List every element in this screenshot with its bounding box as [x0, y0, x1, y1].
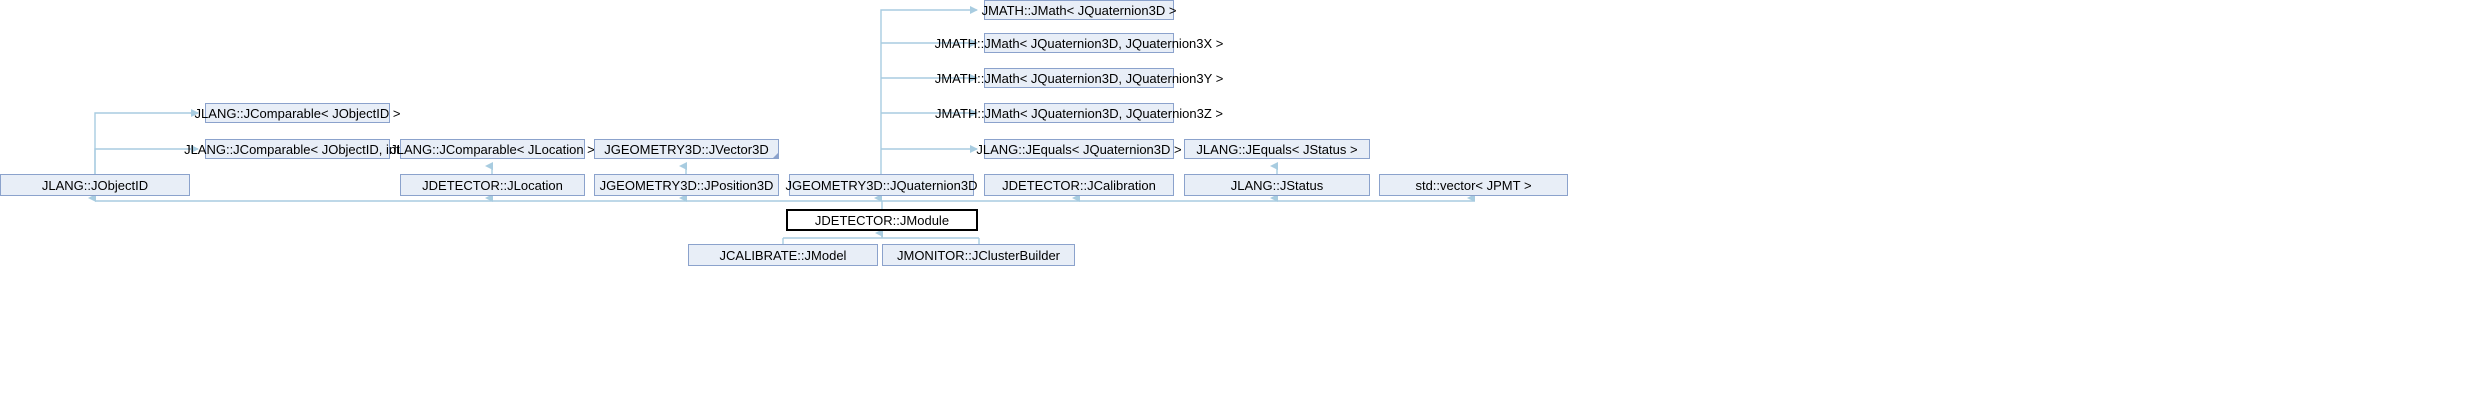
node-label: JGEOMETRY3D::JQuaternion3D: [785, 177, 978, 193]
node-jcomparable-jlocation[interactable]: JLANG::JComparable< JLocation >: [390, 139, 595, 159]
node-label: JDETECTOR::JModule: [814, 212, 950, 228]
node-label: JLANG::JStatus: [1230, 177, 1324, 193]
node-label: JMATH::JMath< JQuaternion3D >: [981, 2, 1177, 18]
node-label: JLANG::JComparable< JObjectID, int >: [184, 141, 411, 157]
node-jcalibrate-jmodel[interactable]: JCALIBRATE::JModel: [688, 244, 878, 266]
node-jcomparable-jobjectid[interactable]: JLANG::JComparable< JObjectID >: [195, 103, 400, 123]
edge-jquaternion3d-to-jmath-q3d: [880, 6, 978, 174]
node-jlang-jstatus[interactable]: JLANG::JStatus: [1184, 174, 1370, 196]
node-label: JGEOMETRY3D::JVector3D: [604, 141, 769, 157]
node-label: JCALIBRATE::JModel: [719, 247, 847, 263]
node-label: JDETECTOR::JLocation: [422, 177, 563, 193]
node-label: JLANG::JEquals< JStatus >: [1196, 141, 1358, 157]
node-jequals-jquaternion3d[interactable]: JLANG::JEquals< JQuaternion3D >: [976, 139, 1182, 159]
node-jmath-jquaternion3d-jquaternion3z[interactable]: JMATH::JMath< JQuaternion3D, JQuaternion…: [935, 103, 1223, 123]
node-label: JLANG::JComparable< JLocation >: [390, 141, 595, 157]
node-jmath-jquaternion3d-jquaternion3y[interactable]: JMATH::JMath< JQuaternion3D, JQuaternion…: [935, 68, 1223, 88]
node-label: JMATH::JMath< JQuaternion3D, JQuaternion…: [934, 35, 1224, 51]
node-jequals-jstatus[interactable]: JLANG::JEquals< JStatus >: [1184, 139, 1370, 159]
node-label: JGEOMETRY3D::JPosition3D: [599, 177, 774, 193]
node-label: JMATH::JMath< JQuaternion3D, JQuaternion…: [934, 105, 1224, 121]
node-jdetector-jcalibration[interactable]: JDETECTOR::JCalibration: [984, 174, 1174, 196]
node-jmath-jquaternion3d[interactable]: JMATH::JMath< JQuaternion3D >: [982, 0, 1176, 20]
node-jcomparable-jobjectid-int[interactable]: JLANG::JComparable< JObjectID, int >: [184, 139, 411, 159]
node-jgeometry3d-jposition3d[interactable]: JGEOMETRY3D::JPosition3D: [594, 174, 779, 196]
node-jlang-jobjectid[interactable]: JLANG::JObjectID: [0, 174, 190, 196]
node-label: JLANG::JComparable< JObjectID >: [194, 105, 401, 121]
node-label: JMATH::JMath< JQuaternion3D, JQuaternion…: [934, 70, 1224, 86]
node-jmonitor-jclusterbuilder[interactable]: JMONITOR::JClusterBuilder: [882, 244, 1075, 266]
node-jdetector-jmodule[interactable]: JDETECTOR::JModule: [786, 209, 978, 231]
node-label: std::vector< JPMT >: [1415, 177, 1532, 193]
node-label: JLANG::JEquals< JQuaternion3D >: [976, 141, 1182, 157]
folded-corner-icon: [772, 152, 779, 159]
node-label: JDETECTOR::JCalibration: [1002, 177, 1156, 193]
node-std-vector-jpmt[interactable]: std::vector< JPMT >: [1379, 174, 1568, 196]
node-jgeometry3d-jvector3d[interactable]: JGEOMETRY3D::JVector3D: [594, 139, 779, 159]
node-jgeometry3d-jquaternion3d[interactable]: JGEOMETRY3D::JQuaternion3D: [786, 174, 977, 196]
node-jdetector-jlocation[interactable]: JDETECTOR::JLocation: [400, 174, 585, 196]
node-label: JLANG::JObjectID: [41, 177, 149, 193]
node-label: JMONITOR::JClusterBuilder: [896, 247, 1060, 263]
node-jmath-jquaternion3d-jquaternion3x[interactable]: JMATH::JMath< JQuaternion3D, JQuaternion…: [935, 33, 1223, 53]
